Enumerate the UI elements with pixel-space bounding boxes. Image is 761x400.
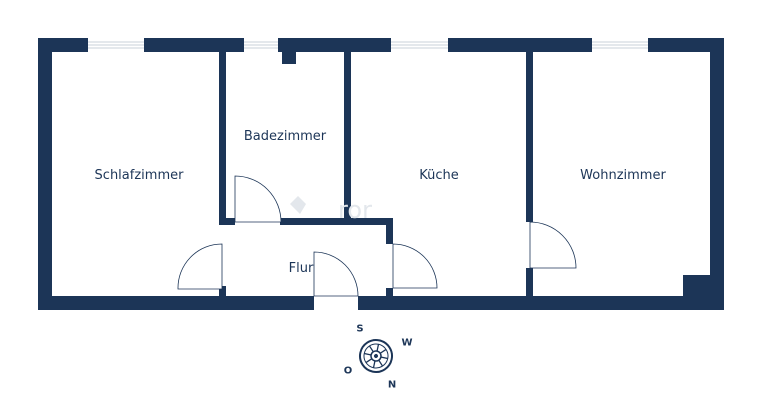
window [244, 38, 278, 52]
doors [177, 175, 577, 297]
bottom-wall-right [358, 296, 724, 310]
compass-rose: S W O N [344, 324, 413, 391]
window [391, 38, 448, 52]
wall-kitchen-living [526, 52, 533, 222]
room-label-flur: Flur [289, 261, 314, 276]
room-label-wohnzimmer: Wohnzimmer [580, 168, 666, 183]
hall-wall-top [219, 218, 235, 225]
hall-wall-top [280, 218, 393, 225]
compass-west: W [401, 338, 412, 349]
top-wall-segment [278, 38, 391, 52]
hall-wall-right-stub [386, 288, 393, 296]
chimney-block [282, 52, 296, 64]
interior-walls [219, 52, 533, 296]
right-wall [710, 38, 724, 310]
bottom-wall-left [38, 296, 314, 310]
wall-bedroom-bath [219, 52, 226, 220]
living-room-door [529, 221, 577, 269]
compass-east: O [344, 366, 353, 377]
room-label-kueche: Küche [419, 168, 459, 183]
windows [88, 38, 648, 52]
outer-walls [38, 38, 724, 310]
window [88, 38, 144, 52]
top-wall-segment [448, 38, 592, 52]
compass-north: N [388, 380, 396, 391]
kitchen-door [392, 243, 438, 289]
room-label-badezimmer: Badezimmer [244, 129, 327, 144]
top-wall-segment [144, 38, 244, 52]
svg-text:ror: ror [338, 196, 372, 224]
bathroom-door [234, 175, 282, 223]
watermark-logo: ror [290, 196, 372, 224]
window [592, 38, 648, 52]
entrance-door [313, 251, 359, 297]
wall-bath-kitchen [344, 52, 351, 220]
left-wall [38, 38, 52, 310]
wall-bedroom-hall-stub [219, 286, 226, 296]
bedroom-door [177, 243, 223, 290]
hall-wall-right [386, 218, 393, 244]
corner-pillar [683, 275, 724, 296]
compass-south: S [356, 324, 363, 335]
room-label-schlafzimmer: Schlafzimmer [95, 168, 185, 183]
wall-kitchen-living-lower [526, 268, 533, 296]
top-wall-segment [648, 38, 724, 52]
